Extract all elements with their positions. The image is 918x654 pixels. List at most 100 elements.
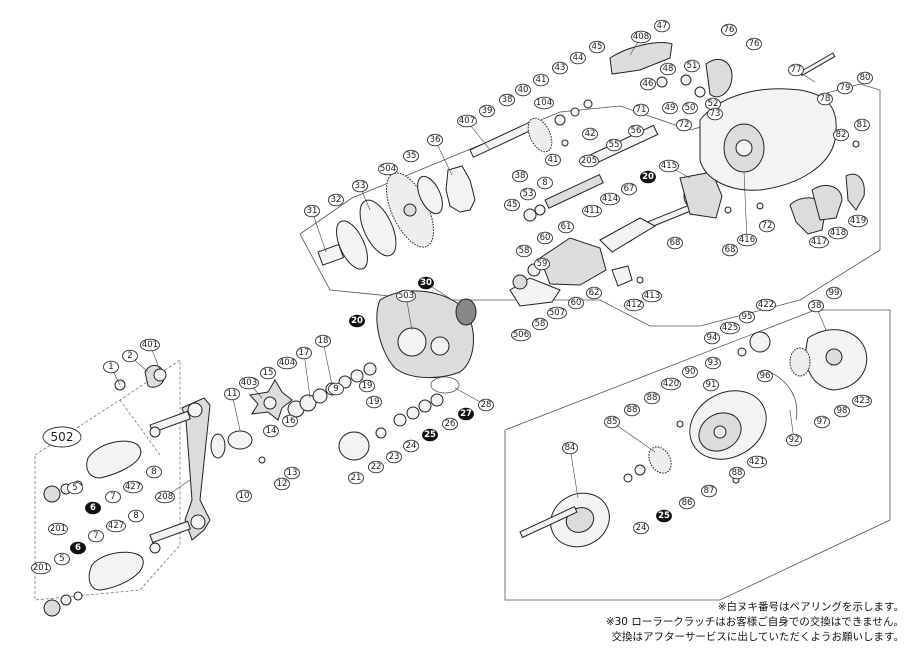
part-callout-oval [644, 391, 660, 405]
part-number-text: 38 [502, 95, 513, 105]
part-callout-403: 403 [239, 376, 259, 390]
part-number-text: 53 [523, 189, 534, 199]
sideplate-brake [519, 329, 868, 548]
part-callout-oval [582, 204, 602, 218]
part-callout-oval [296, 346, 312, 360]
part-callout-oval [757, 369, 773, 383]
part-callout-52: 52 [705, 97, 721, 111]
part-callout-23: 23 [386, 450, 402, 464]
part-number-text: 47 [657, 21, 668, 31]
part-number-text: 423 [854, 396, 870, 406]
part-callout-49: 49 [662, 101, 678, 115]
part-callout-407: 407 [457, 114, 477, 128]
part-callout-43: 43 [552, 61, 568, 75]
part-callout-55: 55 [606, 138, 622, 152]
part-callout-oval [660, 62, 676, 76]
part-number-text: 90 [685, 367, 696, 377]
part-callout-oval [586, 286, 602, 300]
part-callout-415: 415 [659, 159, 679, 173]
part-callout-oval [701, 484, 717, 498]
part-callout-oval [633, 521, 649, 535]
part-number-text: 504 [380, 164, 396, 174]
part-number-text: 416 [739, 235, 755, 245]
part-number-text: 88 [647, 393, 658, 403]
part-number-text: 60 [540, 233, 551, 243]
part-number-text: 418 [830, 228, 846, 238]
part-callout-oval [366, 395, 382, 409]
part-callout-oval [582, 127, 598, 141]
part-callout-6: 6 [85, 501, 101, 515]
part-callout-oval [70, 541, 86, 555]
part-callout-oval [624, 403, 640, 417]
part-number-text: 201 [50, 524, 66, 534]
part-callout-416: 416 [737, 233, 757, 247]
part-callout-419: 419 [848, 214, 868, 228]
part-callout-79: 79 [837, 81, 853, 95]
part-callout-oval [662, 101, 678, 115]
part-number-text: 17 [299, 348, 310, 358]
part-callout-oval [103, 360, 119, 374]
part-callout-oval [640, 170, 656, 184]
part-callout-38: 38 [499, 93, 515, 107]
part-callout-418: 418 [828, 226, 848, 240]
part-number-text: 507 [549, 308, 565, 318]
part-number-text: 7 [110, 492, 115, 502]
part-number-text: 77 [791, 65, 802, 75]
part-callout-oval [562, 441, 578, 455]
part-callout-oval [511, 328, 531, 342]
part-number-text: 99 [829, 288, 840, 298]
part-callout-504: 504 [378, 162, 398, 176]
part-callout-oval [604, 415, 620, 429]
part-number-text: 79 [840, 83, 851, 93]
part-number-text: 61 [561, 222, 572, 232]
part-number-text: 52 [708, 99, 719, 109]
part-callout-68: 68 [722, 243, 738, 257]
part-callout-oval [826, 286, 842, 300]
part-callout-80: 80 [857, 71, 873, 85]
part-callout-oval [759, 219, 775, 233]
part-callout-oval [656, 509, 672, 523]
part-callout-58: 58 [532, 317, 548, 331]
part-number-text: 55 [609, 140, 620, 150]
part-callout-45: 45 [504, 198, 520, 212]
part-number-text: 14 [266, 426, 277, 436]
part-callout-427: 427 [123, 480, 143, 494]
part-callout-72: 72 [676, 118, 692, 132]
part-callout-oval [642, 289, 662, 303]
part-number-text: 86 [682, 498, 693, 508]
part-number-text: 76 [724, 25, 735, 35]
part-callout-88: 88 [644, 391, 660, 405]
part-number-text: 59 [537, 259, 548, 269]
part-callout-oval [746, 37, 762, 51]
part-number-text: 8 [542, 178, 547, 188]
part-callout-oval [788, 63, 804, 77]
part-number-text: 41 [536, 75, 547, 85]
part-callout-oval [570, 51, 586, 65]
part-callout-30: 30 [418, 276, 434, 290]
part-callout-19: 19 [359, 379, 375, 393]
part-callout-oval [105, 490, 121, 504]
part-number-text: 414 [602, 194, 618, 204]
part-callout-17: 17 [296, 346, 312, 360]
part-number-text: 51 [687, 61, 698, 71]
part-number-text: 45 [507, 200, 518, 210]
part-callout-22: 22 [368, 460, 384, 474]
part-callout-25: 25 [422, 428, 438, 442]
part-number-text: 422 [758, 300, 774, 310]
part-callout-oval [479, 104, 495, 118]
part-number-text: 72 [679, 120, 690, 130]
part-callout-422: 422 [756, 298, 776, 312]
part-callout-208: 208 [155, 490, 175, 504]
part-number-text: 8 [133, 511, 138, 521]
part-callout-67: 67 [621, 182, 637, 196]
part-callout-oval [85, 501, 101, 515]
part-number-text: 48 [663, 64, 674, 74]
part-number-text: 13 [287, 468, 298, 478]
part-callout-90: 90 [682, 365, 698, 379]
part-callout-96: 96 [757, 369, 773, 383]
part-number-text: 38 [811, 301, 822, 311]
part-callout-9: 9 [328, 382, 344, 396]
part-callout-1: 1 [103, 360, 119, 374]
part-callout-20: 20 [640, 170, 656, 184]
part-callouts: 1240184275672012088427765201114031540417… [31, 19, 873, 575]
